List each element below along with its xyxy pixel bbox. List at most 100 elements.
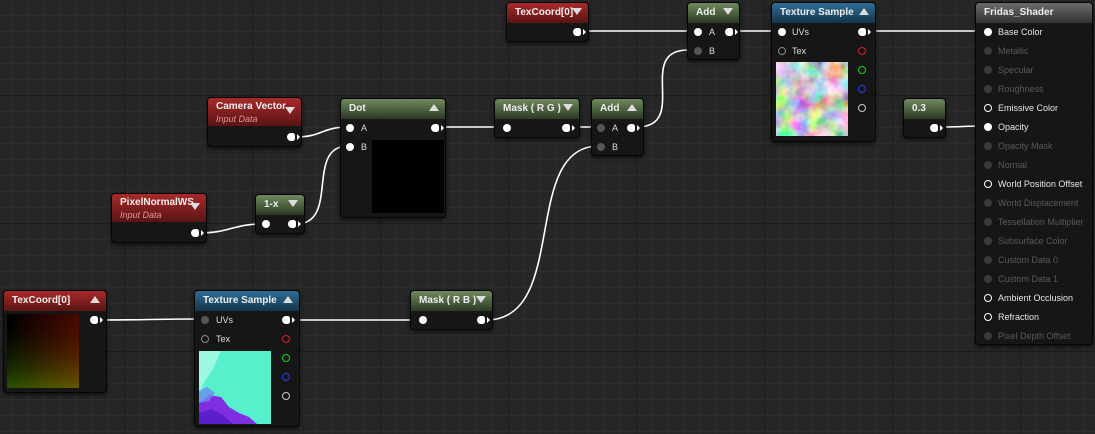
input-pin[interactable] [419,316,427,324]
normal-input-pin [984,161,992,169]
input-pin-a[interactable] [694,28,702,36]
base-color-input-pin[interactable] [984,28,992,36]
node-header[interactable]: Mask ( R G ) [495,99,579,119]
node-header[interactable]: TexCoord[0] [4,291,106,311]
collapse-chevron-icon[interactable] [572,8,582,15]
node-header[interactable]: 0.3 [904,99,945,119]
texture-sample-node-top[interactable]: Texture Sample UVs Tex [771,2,876,142]
rgb-output-pin[interactable] [858,28,866,36]
output-pin[interactable] [562,124,570,132]
constant-node[interactable]: 0.3 [903,98,946,138]
node-header[interactable]: Mask ( R B ) [411,291,492,311]
world-displacement-input-label: World Displacement [998,198,1079,208]
output-pin[interactable] [725,28,733,36]
texcoord-node-top[interactable]: TexCoord[0] [506,2,589,42]
node-header[interactable]: Texture Sample [195,291,299,311]
node-header[interactable]: 1-x [256,195,304,215]
add-node-middle[interactable]: Add A B [591,98,644,156]
refraction-input-pin[interactable] [984,313,992,321]
node-header[interactable]: Texture Sample [772,3,875,23]
collapse-chevron-icon[interactable] [723,8,733,15]
ambient-occlusion-input-pin[interactable] [984,294,992,302]
collapse-chevron-icon[interactable] [285,107,295,114]
node-subtitle: Input Data [120,210,162,220]
output-pin[interactable] [288,220,296,228]
alpha-output-pin[interactable] [282,392,290,400]
collapse-chevron-icon[interactable] [429,104,439,111]
one-minus-node[interactable]: 1-x [255,194,305,234]
collapse-chevron-icon[interactable] [190,203,200,210]
red-output-pin[interactable] [282,335,290,343]
node-header[interactable]: Add [592,99,643,119]
collapse-chevron-icon[interactable] [288,200,298,207]
texture-sample-node-bottom[interactable]: Texture Sample UVs Tex [194,290,300,427]
collapse-chevron-icon[interactable] [563,104,573,111]
wire-texcoord-bottom-to-texture [99,318,203,321]
tex-input-pin[interactable] [778,47,786,55]
blue-output-pin[interactable] [858,85,866,93]
alpha-output-pin[interactable] [858,104,866,112]
blue-output-pin[interactable] [282,373,290,381]
collapse-chevron-icon[interactable] [859,8,869,15]
pin-arrow-icon [940,125,943,131]
green-output-pin[interactable] [282,354,290,362]
node-header[interactable]: Dot [341,99,445,119]
custom-data-0-input-pin [984,256,992,264]
texcoord-node-bottom[interactable]: TexCoord[0] [3,290,107,393]
input-pin-a[interactable] [346,124,354,132]
collapse-chevron-icon[interactable] [627,104,637,111]
node-title: 1-x [264,199,279,210]
collapse-chevron-icon[interactable] [283,296,293,303]
node-title: Mask ( R B ) [419,295,477,306]
output-pin[interactable] [431,124,439,132]
output-pin[interactable] [573,28,581,36]
pin-arrow-icon [201,230,204,236]
roughness-input-pin [984,85,992,93]
specular-input-label: Specular [998,65,1034,75]
output-pin[interactable] [627,124,635,132]
rgb-output-pin[interactable] [282,316,290,324]
tex-input-pin[interactable] [201,335,209,343]
node-header[interactable]: TexCoord[0] [507,3,588,23]
pin-arrow-icon [637,125,640,131]
node-header[interactable]: Fridas_Shader [976,3,1092,23]
input-pin-b[interactable] [597,143,605,151]
input-pin[interactable] [503,124,511,132]
world-position-offset-input-pin[interactable] [984,180,992,188]
green-output-pin[interactable] [858,66,866,74]
dot-product-node[interactable]: Dot A B [340,98,446,218]
opacity-input-pin[interactable] [984,123,992,131]
uvs-input-pin[interactable] [201,316,209,324]
output-pin[interactable] [930,124,938,132]
collapse-chevron-icon[interactable] [476,296,486,303]
output-pin[interactable] [287,133,295,141]
dot-preview [372,140,444,213]
pin-arrow-icon [868,29,871,35]
node-title: Dot [349,103,366,114]
pin-label-b: B [612,142,619,152]
red-output-pin[interactable] [858,47,866,55]
node-header[interactable]: Add [688,3,739,23]
input-pin-b[interactable] [346,143,354,151]
output-pin[interactable] [477,316,485,324]
collapse-chevron-icon[interactable] [90,296,100,303]
add-node-top[interactable]: Add A B [687,2,740,60]
pin-arrow-icon [735,29,738,35]
uvs-input-pin[interactable] [778,28,786,36]
mask-rb-node[interactable]: Mask ( R B ) [410,290,493,330]
input-pin-b[interactable] [694,47,702,55]
node-title: Texture Sample [203,295,277,306]
mask-rg-node[interactable]: Mask ( R G ) [494,98,580,138]
input-pin[interactable] [262,220,270,228]
input-pin-a[interactable] [597,124,605,132]
output-pin[interactable] [191,229,199,237]
pin-label-a: A [709,27,716,37]
output-pin[interactable] [90,316,98,324]
wire-oneminus-to-dot [295,145,349,225]
emissive-color-input-pin[interactable] [984,104,992,112]
